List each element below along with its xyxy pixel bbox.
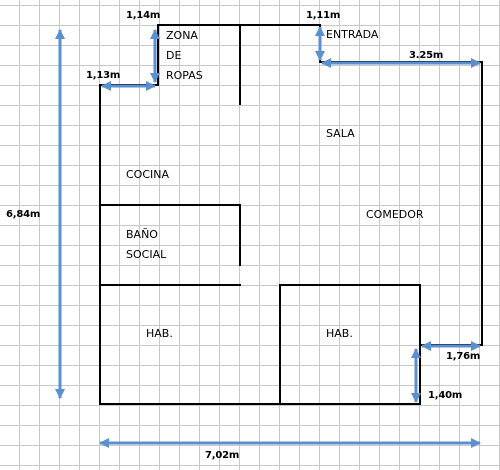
- bano-line-2: SOCIAL: [126, 248, 167, 261]
- dim-notch-height: 1,40m: [428, 390, 463, 401]
- room-label-hab-left: HAB.: [146, 327, 173, 340]
- dim-notch-width: 1,76m: [446, 351, 481, 362]
- bathroom-wall: [99, 204, 241, 266]
- zona-line-3: ROPAS: [166, 69, 203, 82]
- room-label-cocina: COCINA: [126, 168, 170, 181]
- room-label-zona-de-ropas: ZONA DE ROPAS: [166, 26, 203, 86]
- room-label-entrada: ENTRADA: [326, 28, 379, 41]
- dim-total-width: 7,02m: [205, 450, 240, 461]
- room-label-sala: SALA: [326, 127, 355, 140]
- dim-sala-width: 3.25m: [409, 50, 444, 61]
- dimension-arrows: [55, 26, 481, 448]
- bano-line-1: BAÑO: [126, 228, 158, 241]
- dim-zona-depth: 1,13m: [86, 70, 121, 81]
- zona-line-1: ZONA: [166, 29, 198, 42]
- room-label-hab-right: HAB.: [326, 327, 353, 340]
- zona-line-2: DE: [166, 49, 182, 62]
- dim-total-height: 6,84m: [6, 209, 41, 220]
- dim-entrada-width: 1,11m: [306, 10, 341, 21]
- room-label-bano-social: BAÑO SOCIAL: [126, 225, 166, 265]
- room-label-comedor: COMEDOR: [366, 208, 424, 221]
- dim-zona-width: 1,14m: [126, 10, 161, 21]
